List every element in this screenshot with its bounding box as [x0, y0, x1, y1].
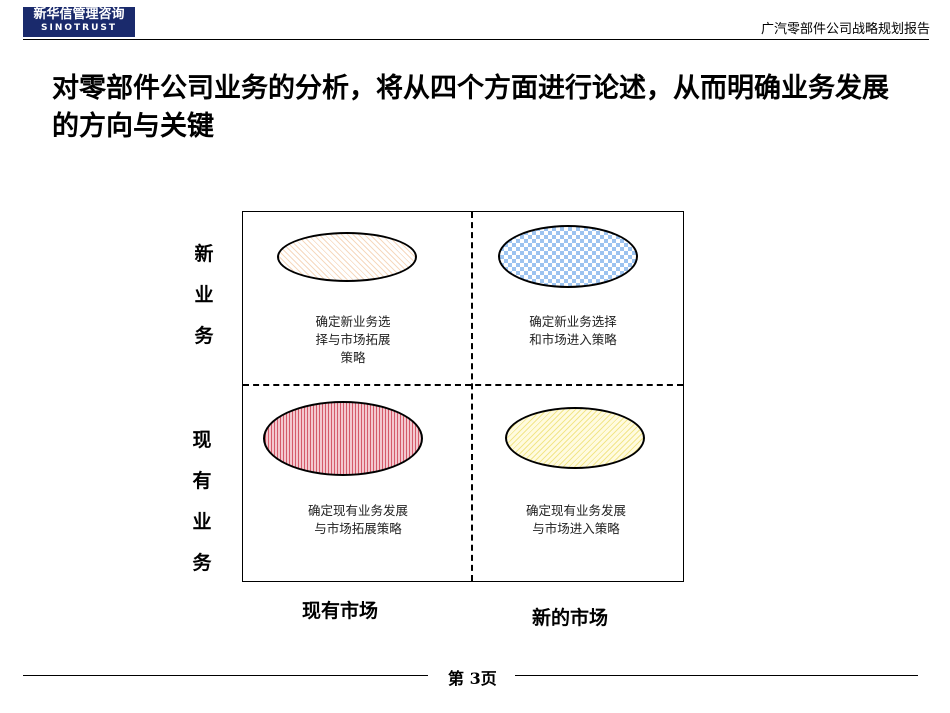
text-line: 确定现有业务发展 — [307, 503, 408, 518]
footer-line-left — [23, 675, 428, 676]
text-line: 确定新业务选择 — [529, 314, 617, 329]
ellipse-existing-biz-existing-market — [263, 401, 423, 476]
page-number: 第 3页 — [448, 669, 497, 688]
text-line: 择与市场拓展 — [315, 332, 391, 347]
quadrant-text-br: 确定现有业务发展 与市场进入策略 — [501, 502, 651, 538]
text-line: 与市场进入策略 — [532, 521, 620, 536]
y-char: 现 — [192, 429, 212, 451]
quadrant-text-tl: 确定新业务选 择与市场拓展 策略 — [293, 313, 413, 367]
y-char: 新 — [194, 243, 214, 265]
sinotrust-logo: 新华信管理咨询 SINOTRUST — [23, 7, 135, 37]
footer-line-right — [515, 675, 918, 676]
ellipse-new-biz-new-market — [498, 225, 638, 288]
x-label-new-market: 新的市场 — [532, 607, 609, 629]
y-char: 务 — [194, 325, 214, 347]
y-char: 务 — [192, 552, 212, 574]
text-line: 确定现有业务发展 — [525, 503, 626, 518]
text-line: 确定新业务选 — [315, 314, 391, 329]
ellipse-existing-biz-new-market — [505, 407, 645, 469]
y-char: 有 — [192, 470, 212, 492]
text-line: 与市场拓展策略 — [314, 521, 402, 536]
quadrant-text-tr: 确定新业务选择 和市场进入策略 — [503, 313, 643, 349]
header-divider — [23, 39, 929, 40]
y-char: 业 — [192, 511, 212, 533]
report-title: 广汽零部件公司战略规划报告 — [760, 22, 930, 37]
business-market-matrix: 确定新业务选 择与市场拓展 策略 确定新业务选择 和市场进入策略 确定现有业务发… — [242, 211, 684, 582]
text-line: 和市场进入策略 — [529, 332, 617, 347]
slide-title: 对零部件公司业务的分析，将从四个方面进行论述，从而明确业务发展的方向与关键 — [52, 73, 889, 142]
logo-en: SINOTRUST — [40, 23, 117, 33]
x-label-existing-market: 现有市场 — [302, 600, 379, 622]
ellipse-new-biz-existing-market — [277, 232, 417, 282]
text-line: 策略 — [340, 350, 366, 365]
horizontal-divider — [243, 384, 683, 386]
y-label-existing-business: 现 有 业 务 — [190, 420, 214, 584]
y-label-new-business: 新 业 务 — [192, 234, 216, 357]
y-char: 业 — [194, 284, 214, 306]
logo-cn: 新华信管理咨询 — [33, 7, 125, 22]
quadrant-text-bl: 确定现有业务发展 与市场拓展策略 — [283, 502, 433, 538]
vertical-divider — [471, 212, 473, 581]
